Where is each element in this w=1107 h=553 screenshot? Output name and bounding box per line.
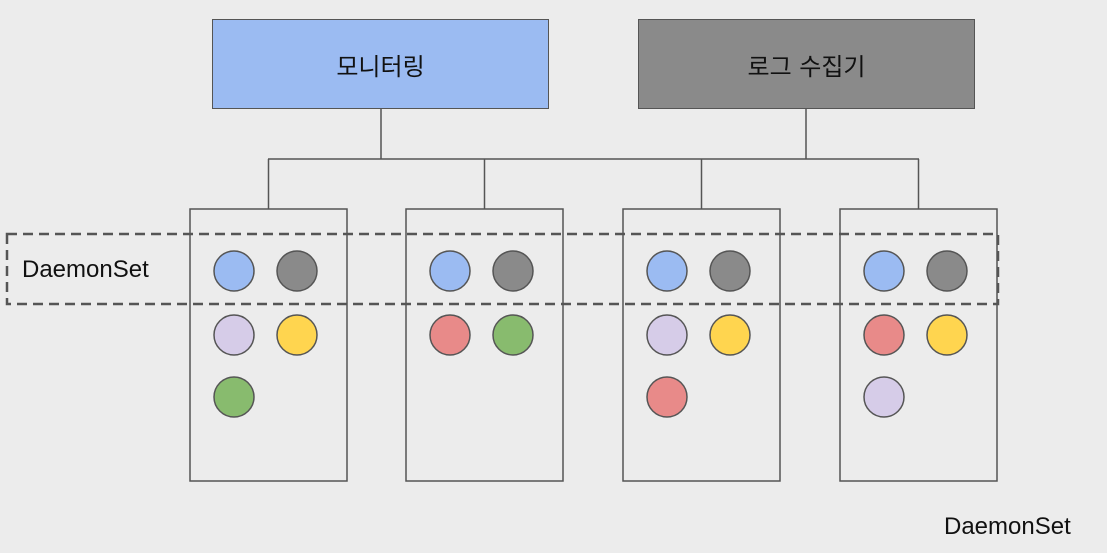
monitoring-label: 모니터링	[336, 52, 425, 81]
pod-lavender	[863, 376, 905, 418]
node	[405, 208, 564, 482]
monitoring-box[interactable]: 모니터링	[212, 19, 549, 109]
daemonset-caption: DaemonSet	[944, 513, 1071, 540]
daemonset-label: DaemonSet	[22, 256, 149, 283]
pod-yellow	[709, 314, 751, 356]
log-collector-label: 로그 수집기	[747, 52, 866, 81]
node	[189, 208, 348, 482]
node	[839, 208, 998, 482]
pod-green	[213, 376, 255, 418]
pod-red	[646, 376, 688, 418]
pod-red	[429, 314, 471, 356]
pod-yellow	[276, 314, 318, 356]
pod-blue	[646, 250, 688, 292]
node-box	[622, 208, 781, 482]
node-box	[189, 208, 348, 482]
pod-blue	[429, 250, 471, 292]
pod-gray	[492, 250, 534, 292]
pod-gray	[709, 250, 751, 292]
pod-blue	[213, 250, 255, 292]
pod-green	[492, 314, 534, 356]
node	[622, 208, 781, 482]
pod-lavender	[213, 314, 255, 356]
node-box	[405, 208, 564, 482]
log-collector-box[interactable]: 로그 수집기	[638, 19, 975, 109]
pod-gray	[926, 250, 968, 292]
pod-gray	[276, 250, 318, 292]
daemonset-dashed-outline	[5, 232, 1000, 306]
pod-lavender	[646, 314, 688, 356]
node-group	[189, 208, 998, 482]
pod-blue	[863, 250, 905, 292]
pod-red	[863, 314, 905, 356]
pod-yellow	[926, 314, 968, 356]
connector-lines	[267, 109, 920, 209]
node-box	[839, 208, 998, 482]
